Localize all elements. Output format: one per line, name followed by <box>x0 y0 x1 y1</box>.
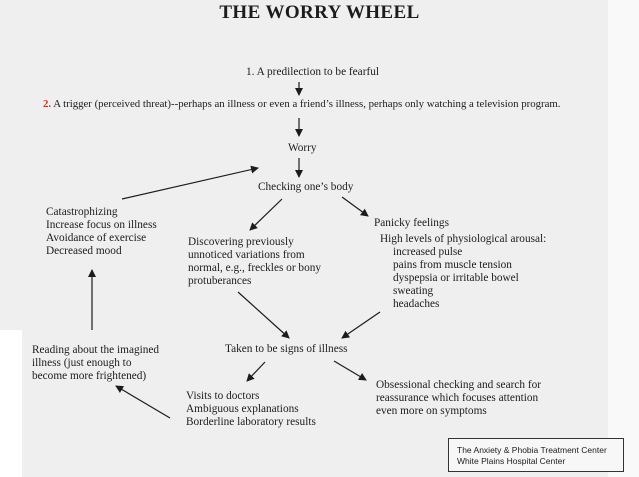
step-signs-of-illness: Taken to be signs of illness <box>225 343 348 355</box>
reading-line: become more frightened) <box>32 370 147 382</box>
symptom-item: headaches <box>393 298 440 310</box>
step-worry: Worry <box>288 142 317 154</box>
step-symptoms: increased pulse pains from muscle tensio… <box>393 246 519 311</box>
catastrophizing-line: Catastrophizing <box>46 206 118 218</box>
scan-edge-left <box>0 330 22 477</box>
arrow-visits-to-reading <box>115 385 171 419</box>
arrow-signs-to-obsessional <box>333 360 367 381</box>
step-visits: Visits to doctors Ambiguous explanations… <box>186 390 316 429</box>
step-catastrophizing: Catastrophizing Increase focus on illnes… <box>46 206 157 258</box>
visits-line: Ambiguous explanations <box>186 403 299 415</box>
obsessional-line: even more on symptoms <box>376 405 487 417</box>
step-panicky-title: Panicky feelings <box>374 217 449 229</box>
catastrophizing-line: Decreased mood <box>46 245 122 257</box>
step-reading: Reading about the imagined illness (just… <box>32 344 159 383</box>
diagram-title: THE WORRY WHEEL <box>219 2 420 23</box>
arrow-checking-to-discovering <box>249 198 283 231</box>
discovering-line: Discovering previously <box>188 236 294 248</box>
discovering-line: normal, e.g., freckles or bony <box>188 262 322 274</box>
discovering-line: unnoticed variations from <box>188 249 305 261</box>
visits-line: Borderline laboratory results <box>186 416 316 428</box>
arrow-signs-to-visits <box>246 361 266 382</box>
step-trigger-number: 2. <box>43 98 52 110</box>
symptom-item: dyspepsia or irritable bowel <box>393 272 519 284</box>
obsessional-line: reassurance which focuses attention <box>376 392 539 404</box>
symptom-item: sweating <box>393 285 434 297</box>
step-panicky-arousal: High levels of physiological arousal: <box>380 233 547 245</box>
visits-line: Visits to doctors <box>186 390 260 402</box>
symptom-item: pains from muscle tension <box>393 259 512 271</box>
source-line: White Plains Hospital Center <box>457 456 566 466</box>
discovering-line: protuberances <box>188 275 252 287</box>
step-predilection: 1. A predilection to be fearful <box>246 66 380 78</box>
arrow-discovering-to-signs <box>237 291 290 339</box>
step-discovering: Discovering previously unnoticed variati… <box>188 236 321 288</box>
scan-edge-right <box>608 0 639 477</box>
symptom-item: increased pulse <box>393 246 463 258</box>
step-trigger: 2. A trigger (perceived threat)--perhaps… <box>43 98 561 111</box>
source-attribution-box: The Anxiety & Phobia Treatment Center Wh… <box>448 438 624 472</box>
step-obsessional: Obsessional checking and search for reas… <box>376 379 541 418</box>
catastrophizing-line: Avoidance of exercise <box>46 232 147 244</box>
arrow-catastrophizing-to-checking <box>121 165 259 200</box>
reading-line: illness (just enough to <box>32 357 132 369</box>
source-line: The Anxiety & Phobia Treatment Center <box>457 445 607 455</box>
arrow-symptoms-to-signs <box>341 311 381 339</box>
step-checking-body: Checking one’s body <box>258 181 354 193</box>
step-trigger-text: A trigger (perceived threat)--perhaps an… <box>51 98 561 110</box>
catastrophizing-line: Increase focus on illness <box>46 219 157 231</box>
arrow-checking-to-panicky <box>341 196 369 217</box>
reading-line: Reading about the imagined <box>32 344 160 356</box>
obsessional-line: Obsessional checking and search for <box>376 379 542 391</box>
